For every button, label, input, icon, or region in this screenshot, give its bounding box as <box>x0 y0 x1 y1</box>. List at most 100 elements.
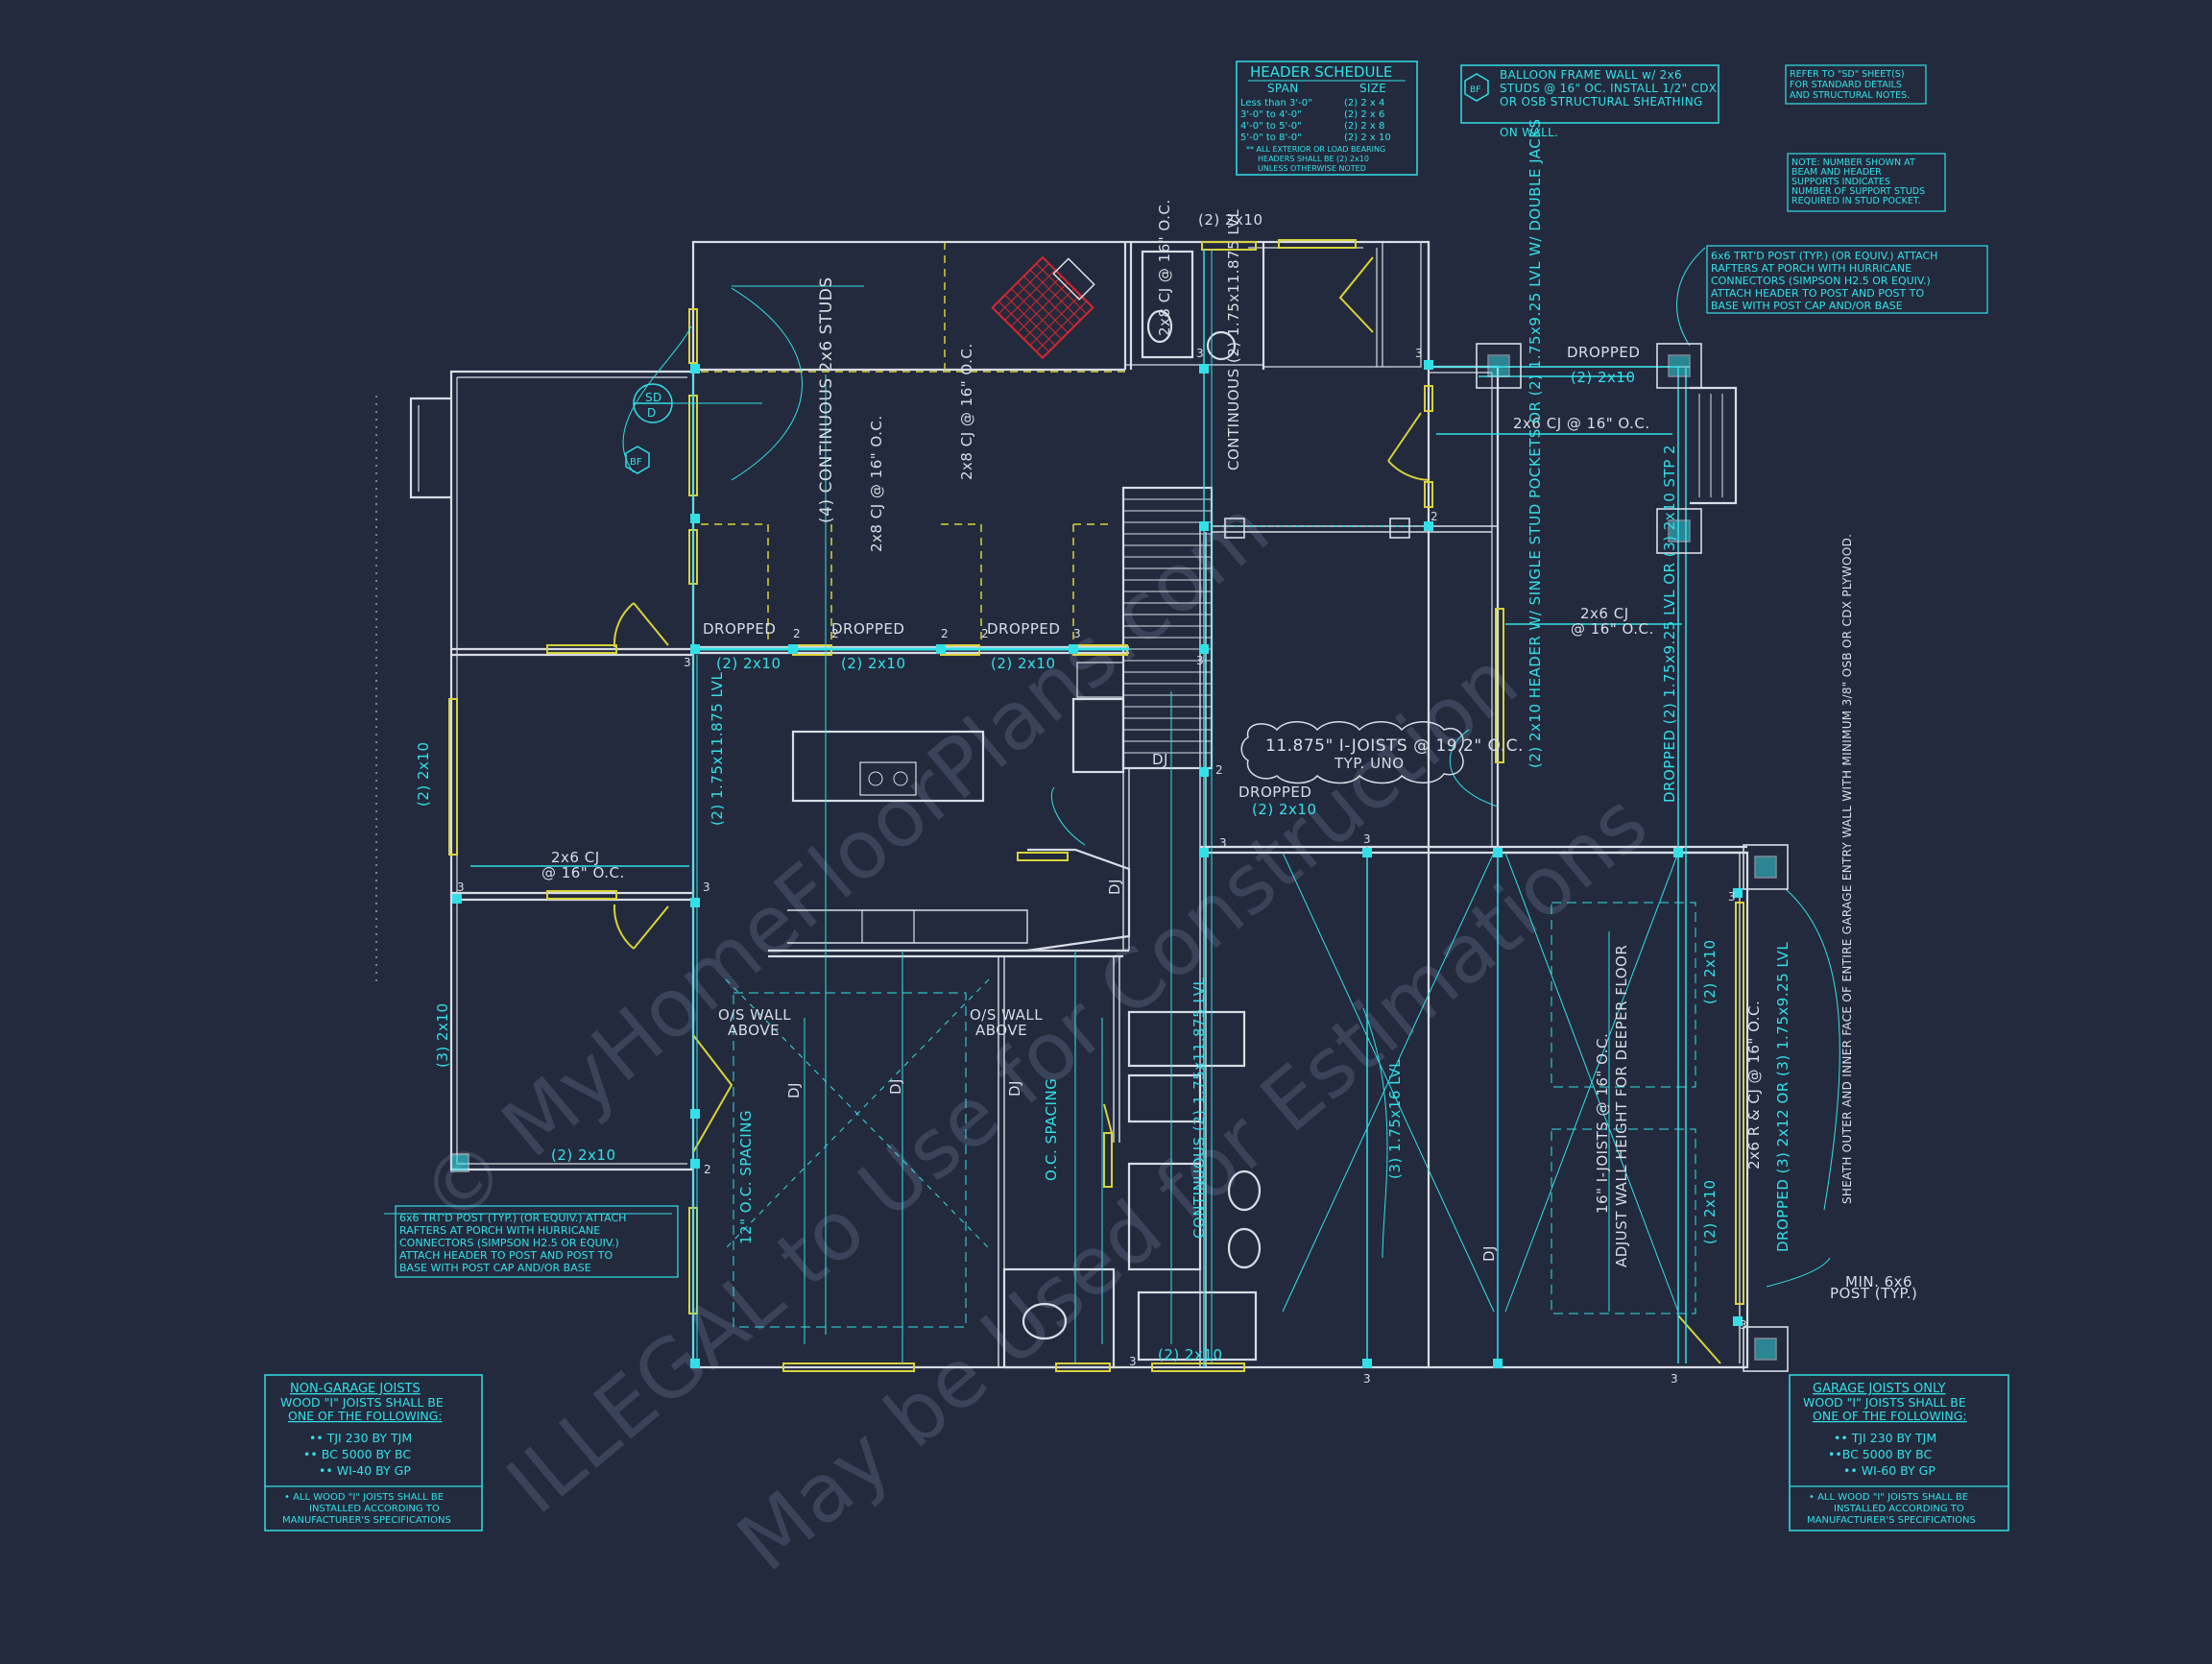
stud-count-label: 3 <box>1415 347 1423 360</box>
stud-pocket-markers <box>452 360 1743 1368</box>
hs-row-1-span: 3'-0" to 4'-0" <box>1240 109 1302 120</box>
window-right-mid <box>1495 608 1504 763</box>
hs-row-3-size: (2) 2 x 10 <box>1344 133 1391 143</box>
window-top-1 <box>1201 241 1257 251</box>
stud-pocket-marker <box>1069 644 1078 654</box>
hs-note-3: UNLESS OTHERWISE NOTED <box>1258 164 1366 173</box>
label-dropped-2: DROPPED <box>831 620 904 638</box>
garage-line-2: ONE OF THE FOLLOWING: <box>1813 1409 1967 1423</box>
bf-note-hex <box>1464 73 1489 102</box>
refer-line-2: FOR STANDARD DETAILS <box>1790 80 1902 90</box>
stud-count-label: 3 <box>1671 1372 1678 1386</box>
non-garage-foot-1: • ALL WOOD "I" JOISTS SHALL BE <box>284 1492 444 1503</box>
label-ijoists-2: TYP. UNO <box>1334 755 1405 772</box>
stud-pocket-marker <box>1733 1316 1743 1326</box>
closet-wall <box>1376 242 1383 367</box>
label-dj-2: DJ <box>887 1078 904 1095</box>
closet-wall-2 <box>1113 956 1120 1143</box>
pointer-post-note <box>1676 247 1706 347</box>
plan-labels: (2) 2x10 DROPPED (2) 2x10 2x6 CJ @ 16" O… <box>415 118 1917 1363</box>
garage-side-door <box>1677 1314 1721 1364</box>
label-2x10-bottom-left: (2) 2x10 <box>551 1146 616 1164</box>
shower <box>1127 1073 1202 1123</box>
non-garage-item-3: •• WI-40 BY GP <box>319 1463 411 1478</box>
number-line-1: NOTE: NUMBER SHOWN AT <box>1791 157 1915 168</box>
pointer-lvl-garage <box>1362 1007 1388 1259</box>
pointer-min-post <box>1766 1257 1831 1288</box>
label-spacing-oc: O.C. SPACING <box>1043 1078 1060 1181</box>
label-2x10-bottom: (2) 2x10 <box>1158 1346 1223 1363</box>
header-porch-2 <box>546 890 617 900</box>
post-left-line-5: BASE WITH POST CAP AND/OR BASE <box>399 1262 591 1274</box>
label-dropped-stair: DROPPED <box>1238 784 1311 801</box>
stud-count-label: 2 <box>793 627 801 640</box>
stud-count-label: 3 <box>1129 1355 1137 1368</box>
header-schedule-col-size: SIZE <box>1359 82 1386 95</box>
non-garage-line-2: ONE OF THE FOLLOWING: <box>288 1409 443 1423</box>
balloon-line-3: OR OSB STRUCTURAL SHEATHING <box>1500 95 1703 109</box>
stud-count-label: 3 <box>1196 654 1204 667</box>
label-lvl-garage: (3) 1.75x16 LVL <box>1386 1059 1404 1179</box>
stud-pocket-marker <box>1199 644 1209 654</box>
label-2x10-garage-b: (2) 2x10 <box>1701 1179 1719 1244</box>
stud-count-label: 3 <box>1073 627 1081 640</box>
header-schedule-col-span: SPAN <box>1267 82 1298 95</box>
refer-line-1: REFER TO "SD" SHEET(S) <box>1790 69 1905 80</box>
balloon-tag: BF <box>1470 85 1480 95</box>
label-ijoists-1: 11.875" I-JOISTS @ 19.2" O.C. <box>1265 736 1524 756</box>
label-dj-pantry: DJ <box>1106 879 1123 895</box>
non-garage-foot-3: MANUFACTURER'S SPECIFICATIONS <box>282 1515 451 1526</box>
label-cj-bath: 2x8 CJ @ 16" O.C. <box>1156 199 1173 336</box>
stud-count-label: 3 <box>684 656 691 669</box>
garage-title: GARAGE JOISTS ONLY <box>1813 1382 1946 1396</box>
post-right-line-1: 6x6 TRT'D POST (TYP.) (OR EQUIV.) ATTACH <box>1711 250 1937 262</box>
label-os-wall-1a: O/S WALL <box>718 1006 791 1024</box>
label-header-single-stud: (2) 2x10 HEADER W/ SINGLE STUD POCKETS O… <box>1527 118 1544 768</box>
door-swing-2 <box>613 904 669 950</box>
stud-count-label: 2 <box>1215 763 1223 777</box>
number-line-5: REQUIRED IN STUD POCKET. <box>1791 196 1921 206</box>
stud-count-label: 3 <box>1196 347 1204 360</box>
stud-pocket-marker <box>690 514 700 523</box>
non-garage-joists-box: NON-GARAGE JOISTS WOOD "I" JOISTS SHALL … <box>264 1374 483 1531</box>
porch-right-beams <box>1429 366 1687 853</box>
stud-pocket-marker <box>1199 521 1209 531</box>
garage-door-header <box>1735 902 1744 1305</box>
post-hall-1 <box>1224 518 1245 539</box>
label-dropped-3: DROPPED <box>987 620 1060 638</box>
number-line-3: SUPPORTS INDICATES <box>1791 177 1890 187</box>
label-continuous-stair: CONTINUOUS (2) 1.75x11.875 LVL <box>1225 209 1242 470</box>
toilet-top <box>1146 309 1173 344</box>
stud-count-label: 2 <box>704 1163 711 1176</box>
framing-cyan <box>384 247 1840 1367</box>
label-continuous-bath: CONTINUOUS (2) 1.75x11.875 LVL <box>1190 977 1208 1239</box>
sd-tag-bottom: D <box>647 406 657 420</box>
left-bump <box>409 397 451 499</box>
stud-pocket-marker <box>690 1109 700 1119</box>
vanity-sink-1 <box>1227 1170 1262 1212</box>
fireplace-brick-line <box>1010 288 1062 340</box>
label-cj-garage-r: 2x6 R & CJ @ 16" O.C. <box>1745 1001 1763 1170</box>
refer-line-3: AND STRUCTURAL NOTES. <box>1790 90 1910 101</box>
stud-count-label: 2 <box>941 627 949 640</box>
post-left-line-1: 6x6 TRT'D POST (TYP.) (OR EQUIV.) ATTACH <box>399 1212 626 1224</box>
closet-room <box>1263 241 1422 368</box>
stud-pocket-marker <box>452 894 462 904</box>
beam-garage-3 <box>1677 853 1687 1363</box>
label-cj-left-2: @ 16" O.C. <box>541 864 625 881</box>
non-garage-item-2: •• BC 5000 BY BC <box>303 1447 411 1461</box>
kitchen-island <box>791 730 985 803</box>
post-top-right-2 <box>1656 343 1702 389</box>
stud-pocket-marker <box>936 644 946 654</box>
pointer-ijoist <box>1449 729 1499 808</box>
hs-note-2: HEADERS SHALL BE (2) 2x10 <box>1258 155 1369 163</box>
dashed-beam-4 <box>1072 523 1114 641</box>
tub <box>1137 1290 1258 1362</box>
garage-item-1: •• TJI 230 BY TJM <box>1834 1431 1936 1445</box>
fireplace-hearth <box>1052 257 1095 301</box>
post-left-bottom <box>450 1153 469 1172</box>
window-left-1 <box>688 308 698 364</box>
stud-pocket-marker <box>1424 521 1433 531</box>
